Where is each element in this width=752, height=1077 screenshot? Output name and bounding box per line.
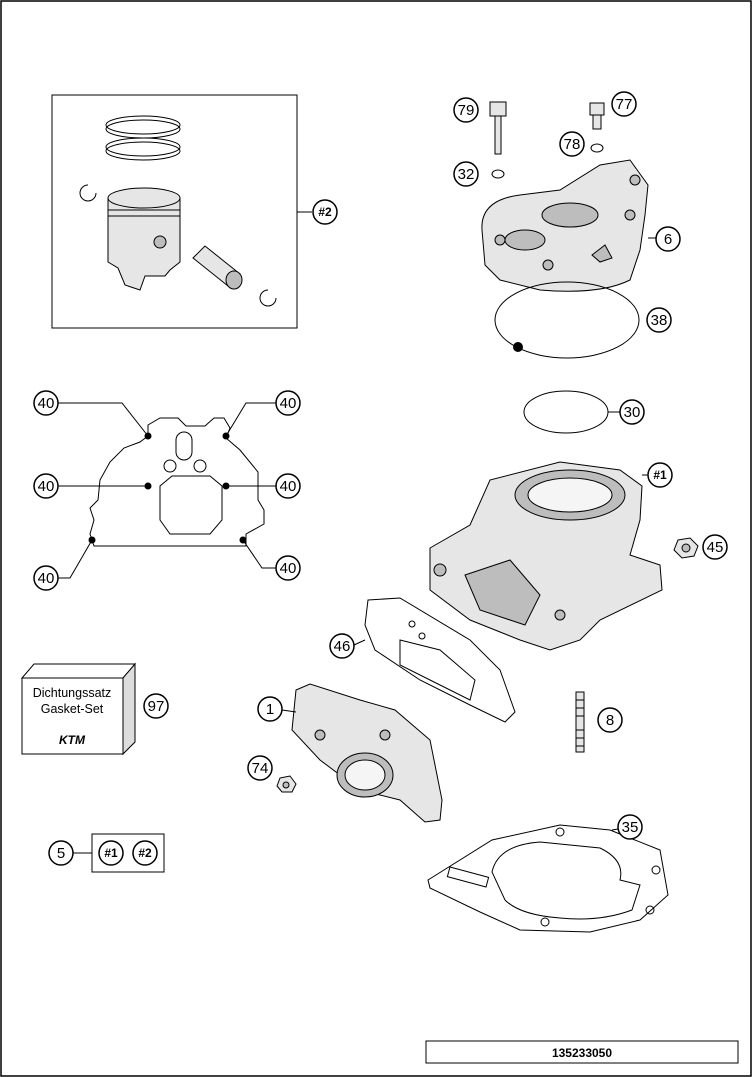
callout-40-b: 40 <box>275 390 301 416</box>
kit-5-group: #1 #2 <box>73 833 165 873</box>
svg-text:78: 78 <box>564 136 581 153</box>
reed-block-1 <box>281 683 443 823</box>
callout-40-d: 40 <box>275 473 301 499</box>
gasket-outline-40 <box>58 402 276 579</box>
svg-text:40: 40 <box>38 395 55 412</box>
svg-text:40: 40 <box>38 478 55 495</box>
callout-hash-1: #1 <box>647 462 673 488</box>
callout-35: 35 <box>617 814 643 840</box>
callout-74: 74 <box>247 755 273 781</box>
svg-text:8: 8 <box>606 712 614 729</box>
callout-97: 97 <box>143 693 169 719</box>
svg-text:32: 32 <box>458 166 475 183</box>
head-bolts <box>489 101 605 179</box>
svg-text:5: 5 <box>57 845 65 862</box>
svg-text:35: 35 <box>622 819 639 836</box>
svg-text:77: 77 <box>616 96 633 113</box>
drawing-number-box: 135233050 <box>425 1040 739 1064</box>
callout-8: 8 <box>597 707 623 733</box>
callout-78: 78 <box>559 131 585 157</box>
callout-77: 77 <box>611 91 637 117</box>
base-gasket-35 <box>427 824 669 933</box>
cylinder-head <box>481 159 656 292</box>
svg-text:1: 1 <box>266 701 274 718</box>
stud-8 <box>575 691 585 753</box>
svg-text:74: 74 <box>252 760 269 777</box>
svg-text:#1: #1 <box>104 846 118 860</box>
callout-40-a: 40 <box>33 390 59 416</box>
svg-text:#1: #1 <box>653 468 667 482</box>
callout-40-c: 40 <box>33 473 59 499</box>
callout-1: 1 <box>257 696 283 722</box>
callout-38: 38 <box>646 307 672 333</box>
svg-text:#2: #2 <box>318 205 332 219</box>
svg-text:6: 6 <box>664 231 672 248</box>
callout-40-e: 40 <box>33 565 59 591</box>
callout-5: 5 <box>48 840 74 866</box>
cylinder <box>429 461 663 651</box>
nut-45 <box>673 537 699 559</box>
nut-74 <box>276 775 297 793</box>
svg-text:40: 40 <box>38 570 55 587</box>
callout-hash-2: #2 <box>312 199 338 225</box>
ktm-logo: KTM <box>59 733 86 747</box>
callout-6: 6 <box>655 226 681 252</box>
gasket-set-label-en: Gasket-Set <box>41 702 104 716</box>
svg-text:#2: #2 <box>138 846 152 860</box>
svg-text:46: 46 <box>334 638 351 655</box>
callout-46: 46 <box>329 633 355 659</box>
svg-text:45: 45 <box>707 539 724 556</box>
svg-text:40: 40 <box>280 395 297 412</box>
svg-text:79: 79 <box>458 102 475 119</box>
intake-gasket-46 <box>353 597 516 723</box>
callout-45: 45 <box>702 534 728 560</box>
callout-79: 79 <box>453 97 479 123</box>
svg-text:97: 97 <box>148 698 165 715</box>
svg-text:38: 38 <box>651 312 668 329</box>
o-ring-30 <box>523 390 620 434</box>
piston-kit-group <box>51 94 312 329</box>
head-o-ring-38 <box>494 281 640 359</box>
drawing-number: 135233050 <box>552 1046 612 1060</box>
svg-text:40: 40 <box>280 560 297 577</box>
gasket-set-label-de: Dichtungssatz <box>33 686 112 700</box>
callout-30: 30 <box>619 399 645 425</box>
callout-40-f: 40 <box>275 555 301 581</box>
svg-text:30: 30 <box>624 404 641 421</box>
svg-text:40: 40 <box>280 478 297 495</box>
callout-32: 32 <box>453 161 479 187</box>
gasket-set-box: Dichtungssatz Gasket-Set KTM <box>20 662 137 756</box>
